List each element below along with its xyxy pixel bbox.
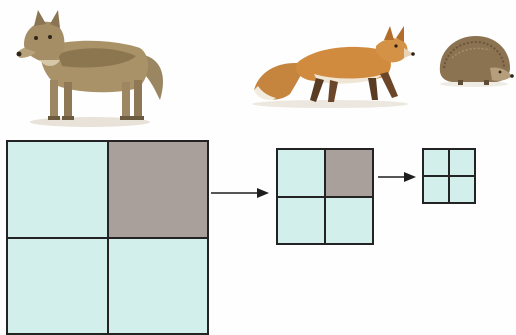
wolf-illustration	[16, 10, 164, 127]
medium-square-cell-top-right-shaded	[326, 150, 372, 196]
medium-square-cell-bottom-left	[278, 197, 324, 243]
small-square-cell-top-left	[424, 150, 448, 175]
small-square	[422, 148, 476, 204]
medium-square-cell-bottom-right	[326, 197, 372, 243]
small-square-cell-bottom-right	[450, 177, 474, 202]
right-arrow-icon	[378, 172, 416, 182]
fox-illustration	[252, 26, 415, 108]
large-square-cell-top-right-shaded	[108, 142, 207, 237]
large-square-cell-bottom-right	[108, 238, 207, 333]
medium-square	[276, 148, 374, 245]
hedgehog-illustration	[439, 36, 514, 87]
large-square-cell-bottom-left	[8, 238, 107, 333]
right-arrow-icon	[211, 188, 269, 198]
small-square-cell-bottom-left	[424, 177, 448, 202]
large-square-cell-top-left	[8, 142, 107, 237]
large-square	[6, 140, 209, 335]
small-square-cell-top-right	[450, 150, 474, 175]
medium-square-cell-top-left	[278, 150, 324, 196]
